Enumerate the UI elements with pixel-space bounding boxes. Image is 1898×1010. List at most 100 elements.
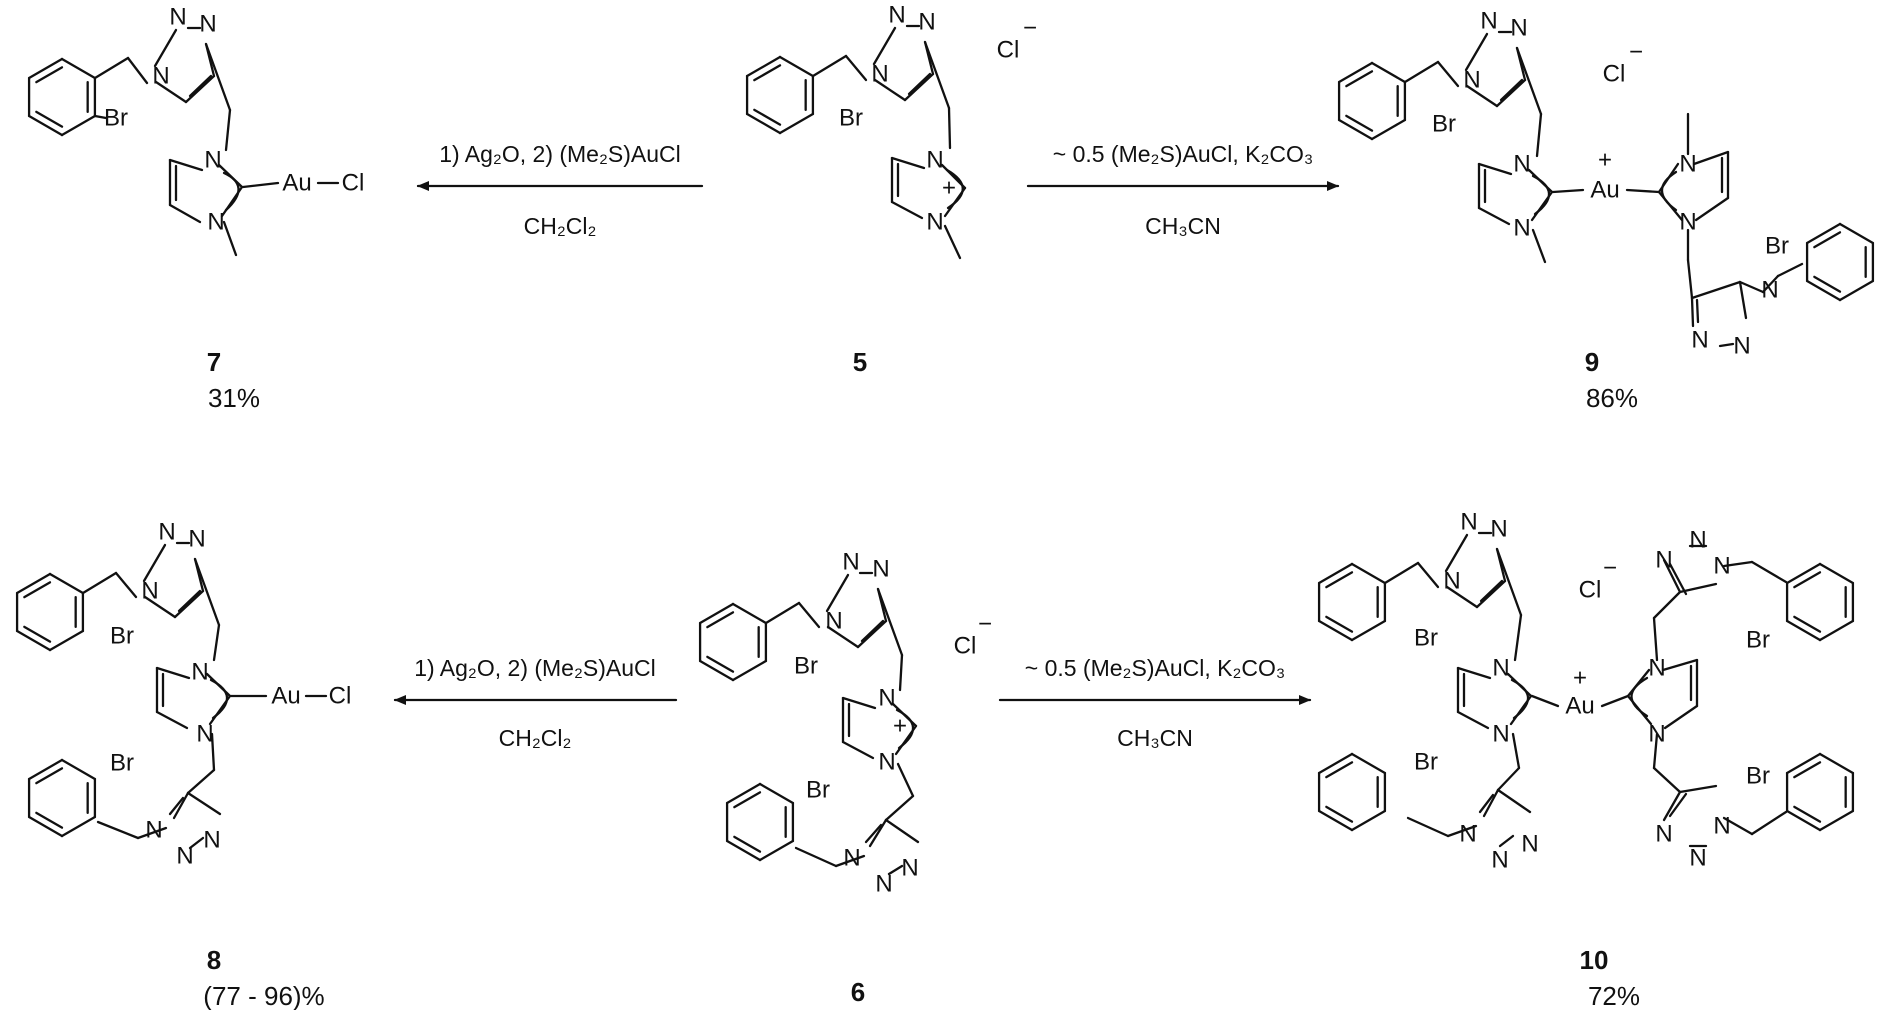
n-atom: N [1443,568,1460,595]
n-atom: N [203,827,220,854]
compound-8-structure [15,541,328,850]
n-atom: N [1459,821,1476,848]
minus-charge: − [1023,15,1037,42]
au-atom: Au [1590,177,1619,204]
cl-atom: Cl [329,683,352,710]
minus-charge: − [1629,39,1643,66]
plus-charge: + [1573,665,1587,692]
n-atom: N [1713,553,1730,580]
n-atom: N [204,147,221,174]
n-atom: N [207,209,224,236]
reaction-1-reagents: 1) Ag₂O, 2) (Me₂S)AuCl [439,141,681,167]
cl-atom: Cl [954,633,977,660]
n-atom: N [901,855,918,882]
n-atom: N [1480,8,1497,35]
br-atom: Br [1414,749,1438,776]
au-atom: Au [1565,693,1594,720]
n-atom: N [1679,209,1696,236]
cl-atom: Cl [1579,577,1602,604]
cl-atom: Cl [1603,61,1626,88]
br-atom: Br [1414,625,1438,652]
n-atom: N [141,578,158,605]
n-atom: N [918,9,935,36]
n-atom: N [152,63,169,90]
br-atom: Br [1746,763,1770,790]
bond-layer [15,24,1875,876]
n-atom: N [1463,67,1480,94]
n-atom: N [199,11,216,38]
minus-charge: − [1603,555,1617,582]
n-atom: N [1648,655,1665,682]
n-atom: N [825,608,842,635]
n-atom: N [1521,831,1538,858]
compound-7-label: 7 [207,347,221,377]
compound-5-structure [745,24,967,260]
n-atom: N [176,843,193,870]
compound-8-yield: (77 - 96)% [203,981,324,1010]
reaction-4-solvent: CH₃CN [1117,725,1193,751]
n-atom: N [1655,821,1672,848]
n-atom: N [1655,547,1672,574]
compound-7-yield: 31% [208,383,260,413]
n-atom: N [1492,655,1509,682]
au-atom: Au [282,170,311,197]
n-atom: N [145,817,162,844]
n-atom: N [188,526,205,553]
compound-10-yield: 72% [1588,981,1640,1010]
br-atom: Br [1432,111,1456,138]
n-atom: N [1679,151,1696,178]
br-atom: Br [1746,627,1770,654]
n-atom: N [843,845,860,872]
n-atom: N [878,749,895,776]
n-atom: N [1691,327,1708,354]
n-atom: N [191,659,208,686]
compound-5-label: 5 [853,347,867,377]
n-atom: N [1460,509,1477,536]
n-atom: N [1490,516,1507,543]
br-atom: Br [110,623,134,650]
n-atom: N [1491,847,1508,874]
n-atom: N [169,4,186,31]
n-atom: N [926,147,943,174]
reaction-3-reagents: 1) Ag₂O, 2) (Me₂S)AuCl [414,655,656,681]
n-atom: N [842,549,859,576]
n-atom: N [1713,813,1730,840]
reaction-2-solvent: CH₃CN [1145,213,1221,239]
n-atom: N [1761,277,1778,304]
reaction-1-solvent: CH₂Cl₂ [524,213,597,239]
n-atom: N [1492,721,1509,748]
minus-charge: − [978,611,992,638]
n-atom: N [196,721,213,748]
plus-charge: + [1598,147,1612,174]
cl-atom: Cl [342,170,365,197]
compound-7-structure [27,26,340,257]
compound-6-label: 6 [851,977,865,1007]
reaction-2-reagents: ~ 0.5 (Me₂S)AuCl, K₂CO₃ [1053,141,1314,167]
compound-10-structure [1317,531,1855,848]
au-atom: Au [271,683,300,710]
n-atom: N [926,209,943,236]
plus-charge: + [893,713,907,740]
br-atom: Br [1765,233,1789,260]
br-atom: Br [104,105,128,132]
br-atom: Br [794,653,818,680]
n-atom: N [1513,215,1530,242]
n-atom: N [1733,333,1750,360]
compound-9-structure [1337,30,1875,348]
cl-atom: Cl [997,37,1020,64]
plus-charge: + [942,175,956,202]
n-atom: N [1510,15,1527,42]
compound-9-yield: 86% [1586,383,1638,413]
compound-9-label: 9 [1585,347,1599,377]
n-atom: N [872,556,889,583]
compound-8-label: 8 [207,945,221,975]
n-atom: N [888,2,905,29]
n-atom: N [1689,527,1706,554]
n-atom: N [1648,721,1665,748]
br-atom: Br [806,777,830,804]
n-atom: N [158,519,175,546]
br-atom: Br [839,105,863,132]
br-atom: Br [110,750,134,777]
